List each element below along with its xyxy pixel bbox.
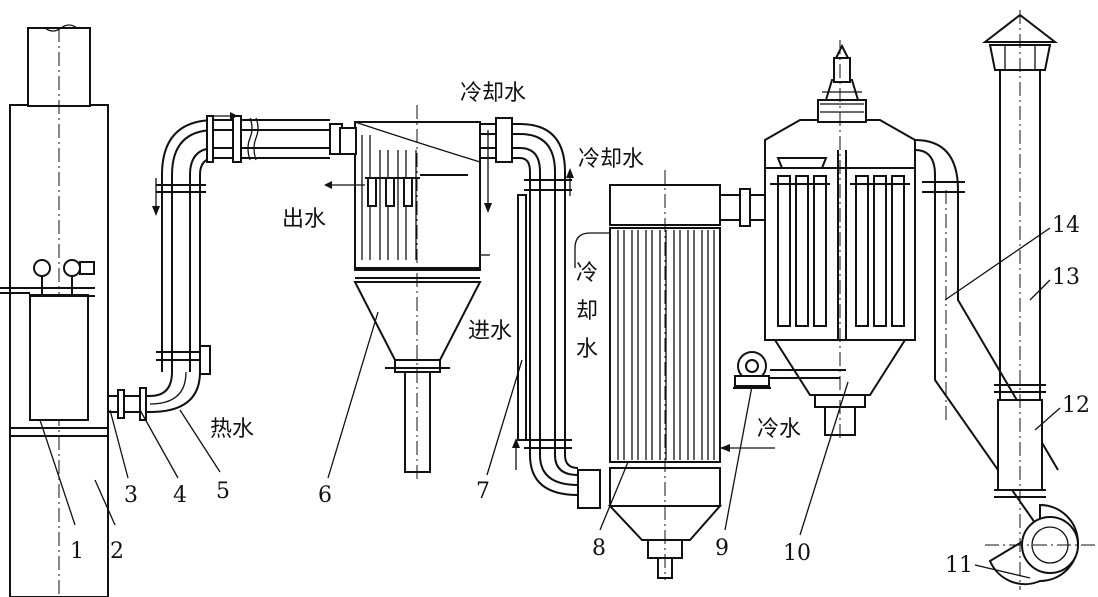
chimney-13 — [982, 10, 1058, 590]
label-cold-water: 冷水 — [757, 417, 801, 442]
cooler-8 — [574, 170, 775, 580]
label-cooling-water-vertical-2: 却 — [576, 299, 598, 324]
label-cooling-water-vertical-1: 冷 — [576, 261, 598, 286]
filter-bags — [770, 175, 910, 327]
exhaust-fan-11 — [985, 503, 1098, 586]
bag-filter-10 — [764, 40, 965, 440]
part-number-14: 14 — [1052, 213, 1080, 238]
part-number-9: 9 — [715, 536, 729, 561]
label-water-out: 出水 — [282, 207, 326, 232]
part-number-5: 5 — [216, 479, 230, 504]
cooler-tubes — [617, 230, 715, 460]
part-number-12: 12 — [1062, 393, 1090, 418]
part-number-7: 7 — [476, 479, 490, 504]
fan-9 — [733, 351, 771, 389]
part-number-3: 3 — [124, 483, 138, 508]
label-water-in: 进水 — [468, 319, 512, 344]
riser-pipe-7 — [480, 117, 601, 509]
part-number-8: 8 — [592, 536, 606, 561]
leader-lines — [39, 227, 1061, 579]
label-hot-water: 热水 — [210, 417, 254, 442]
part-number-11: 11 — [945, 553, 973, 578]
heat-exchanger-coil — [29, 259, 95, 421]
vessel-6 — [324, 105, 492, 480]
part-number-10: 10 — [783, 541, 811, 566]
part-number-13: 13 — [1052, 265, 1080, 290]
part-number-4: 4 — [173, 483, 187, 508]
label-cooling-water-vertical-3: 水 — [576, 337, 598, 362]
part-number-1: 1 — [70, 539, 84, 564]
part-number-6: 6 — [318, 483, 332, 508]
flue-stack — [0, 24, 109, 597]
hot-pipe-loop — [108, 112, 343, 421]
label-cooling-water-top: 冷却水 — [460, 81, 526, 106]
part-number-2: 2 — [110, 539, 124, 564]
label-cooling-water-right: 冷却水 — [578, 147, 644, 172]
